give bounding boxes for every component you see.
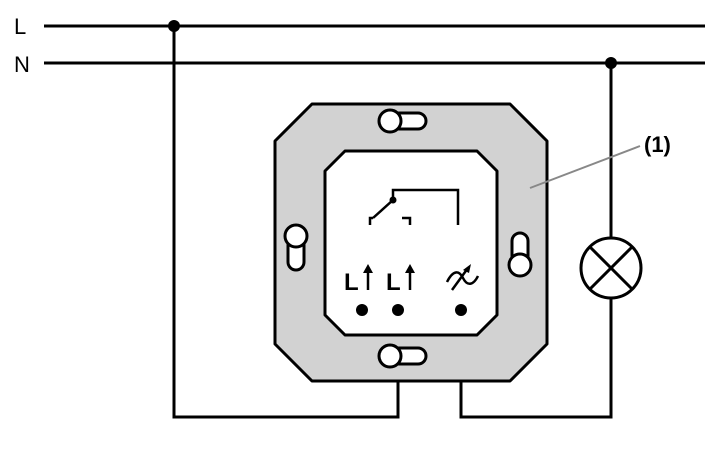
device-frame: L L bbox=[273, 102, 549, 383]
terminal-load-dot bbox=[455, 304, 467, 316]
keyhole-bottom-hole bbox=[377, 343, 403, 369]
keyhole-right-hole bbox=[507, 252, 533, 278]
keyhole-top-hole bbox=[377, 108, 403, 134]
terminal-arrow-up-icon bbox=[405, 264, 415, 290]
switch-pivot-dot bbox=[389, 196, 397, 204]
lamp-symbol-icon bbox=[579, 236, 643, 300]
terminal-arrow-up-icon bbox=[363, 264, 373, 290]
neutral-line-label: N bbox=[14, 52, 30, 77]
callout-leader-line bbox=[529, 145, 641, 189]
terminal-1-label: L bbox=[344, 269, 359, 296]
keyhole-left-hole bbox=[283, 223, 309, 249]
keyhole-icon bbox=[283, 108, 533, 369]
terminal-2-dot bbox=[392, 304, 404, 316]
callout: (1) bbox=[529, 132, 671, 189]
device-insert bbox=[323, 149, 499, 337]
dimmer-symbol-icon bbox=[445, 264, 480, 291]
switch-contact-symbol-icon bbox=[368, 188, 460, 225]
live-line-label: L bbox=[14, 14, 26, 39]
supply-lines: L N bbox=[14, 14, 705, 77]
callout-label: (1) bbox=[644, 132, 671, 157]
terminal-1-dot bbox=[356, 304, 368, 316]
terminal-2-label: L bbox=[386, 269, 401, 296]
